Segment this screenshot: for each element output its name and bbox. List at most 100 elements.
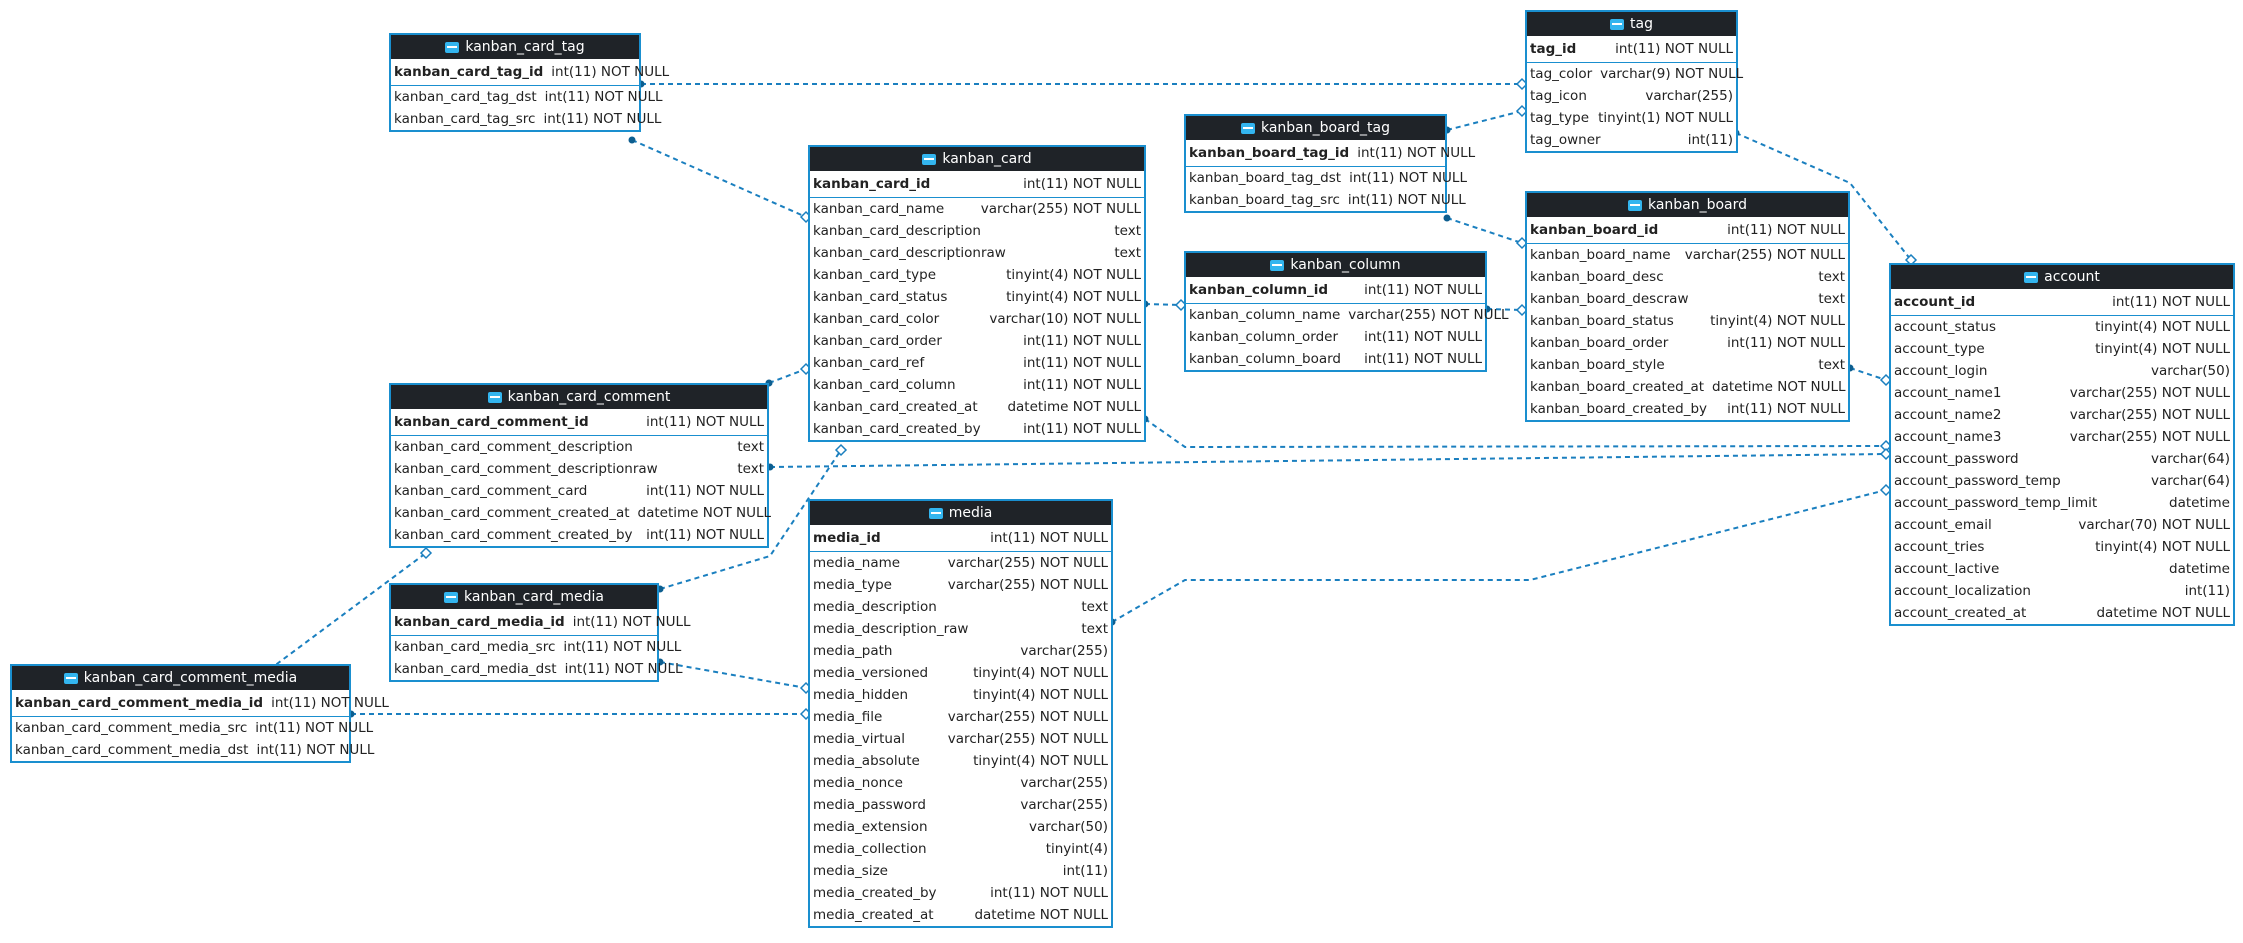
- table-header[interactable]: kanban_card: [810, 147, 1144, 171]
- table-header[interactable]: kanban_board: [1527, 193, 1848, 217]
- table-header[interactable]: kanban_board_tag: [1186, 116, 1445, 140]
- table-header[interactable]: kanban_card_media: [391, 585, 657, 609]
- table-header[interactable]: kanban_card_comment: [391, 385, 767, 409]
- table-header[interactable]: account: [1891, 265, 2233, 289]
- table-header[interactable]: kanban_card_comment_media: [12, 666, 349, 690]
- table-header[interactable]: tag: [1527, 12, 1736, 36]
- table-header[interactable]: kanban_column: [1186, 253, 1485, 277]
- table-header[interactable]: kanban_card_tag: [391, 35, 639, 59]
